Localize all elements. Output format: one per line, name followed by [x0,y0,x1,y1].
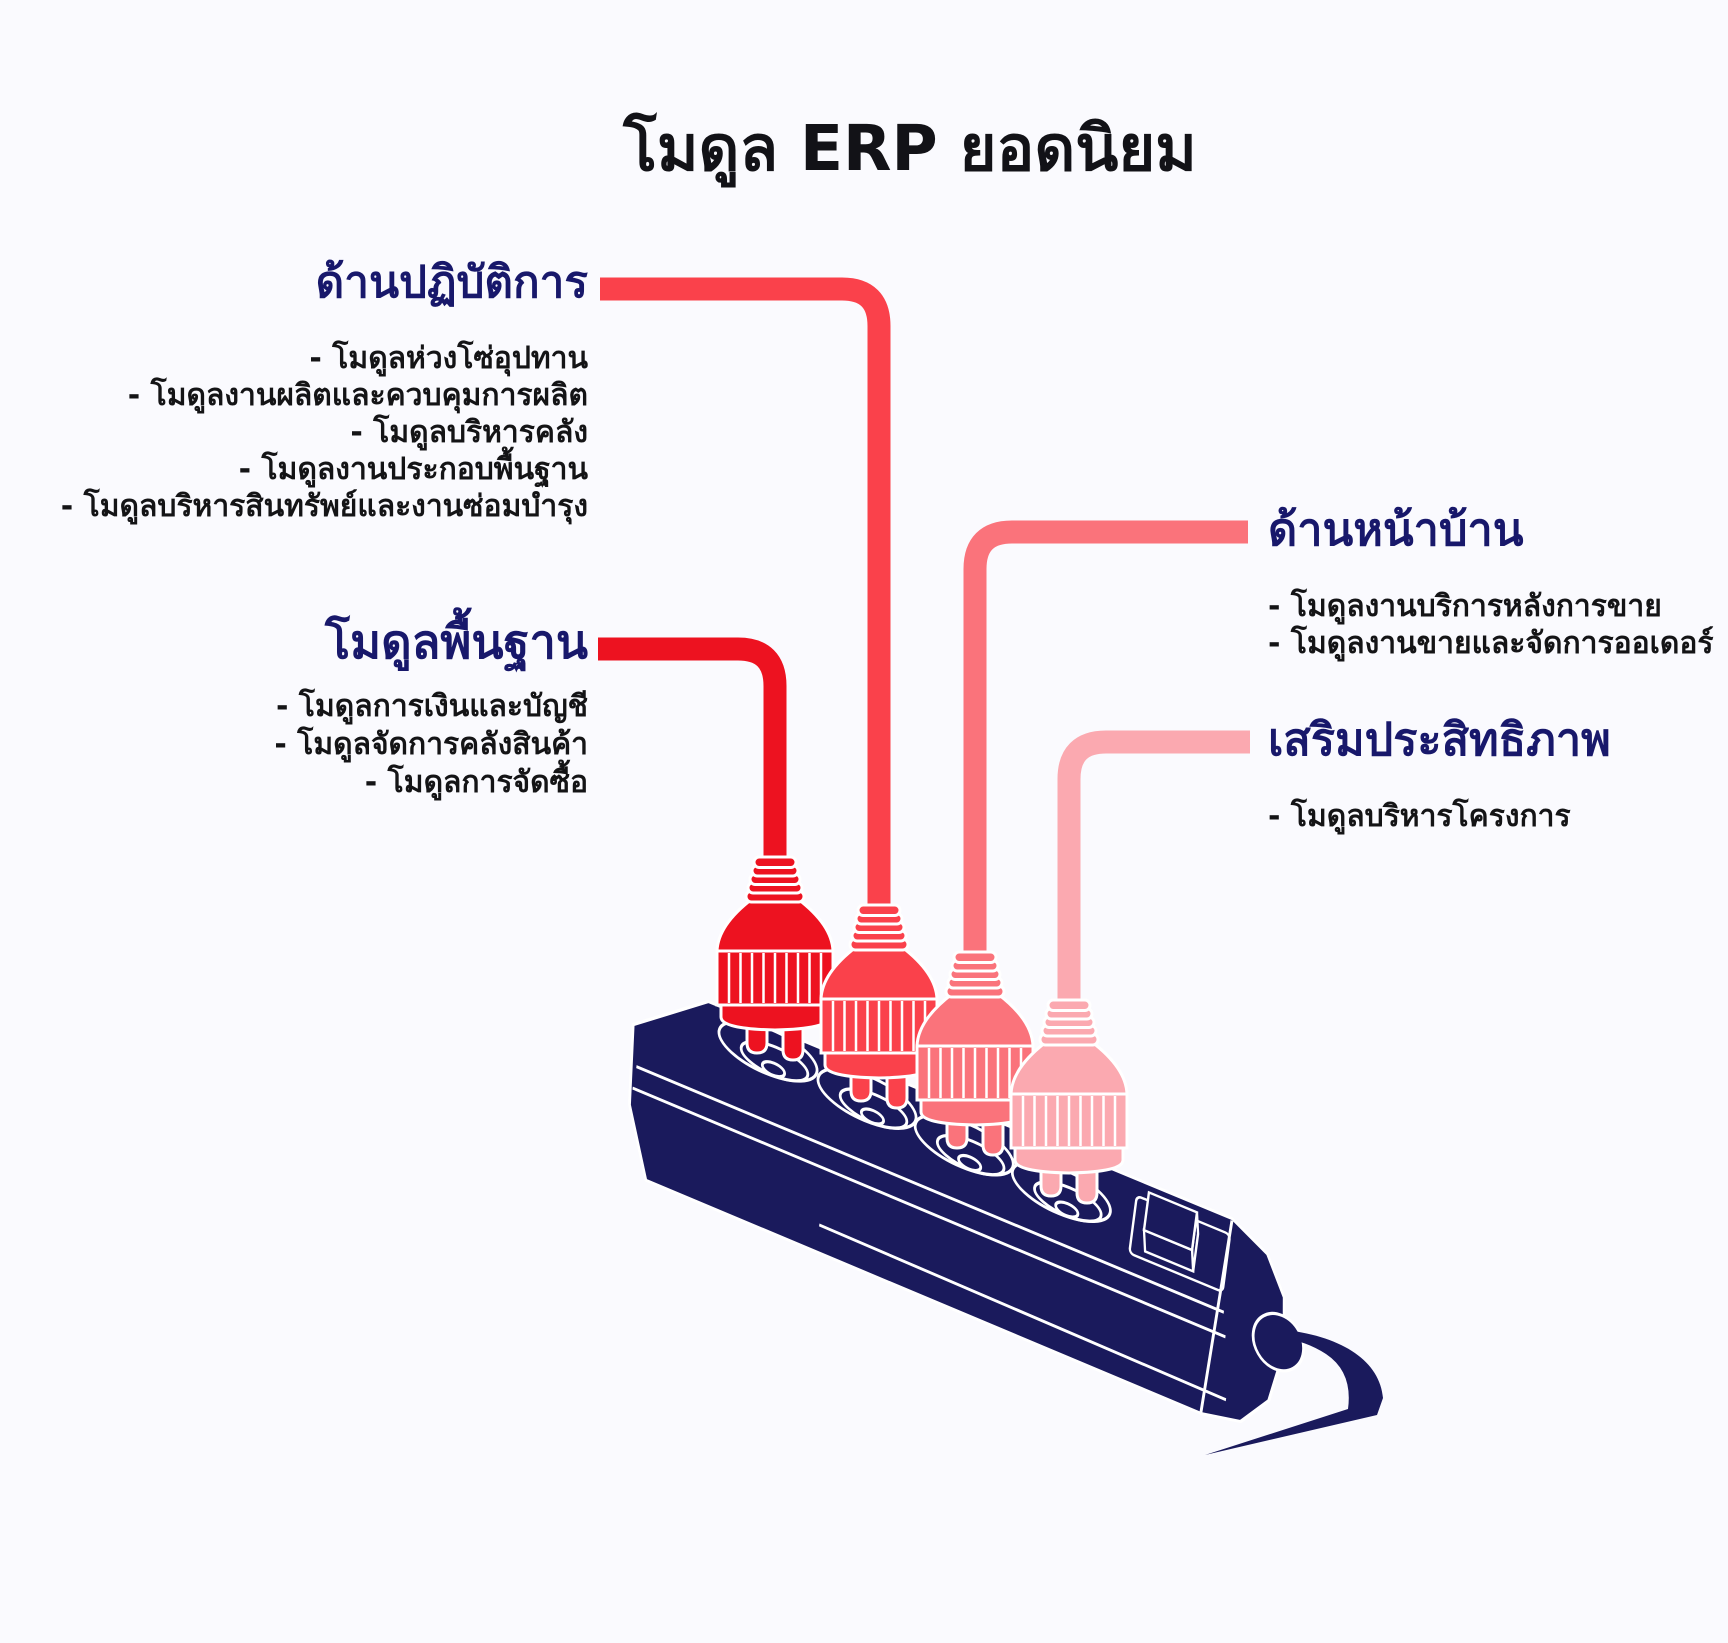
cable-efficiency [1057,730,1250,1002]
module-item: - โมดูลบริหารโครงการ [1268,799,1571,834]
switch-top-face [1142,1190,1199,1252]
module-item: - โมดูลการจัดซื้อ [364,765,588,800]
module-item: - โมดูลบริหารสินทรัพย์และงานซ่อมบำรุง [60,489,588,524]
cable-front-office [963,520,1248,955]
module-item: - โมดูลงานขายและจัดการออเดอร์ [1268,626,1714,661]
section-list-efficiency: - โมดูลบริหารโครงการ [1268,798,1728,835]
section-list-front-office: - โมดูลงานบริการหลังการขาย- โมดูลงานขายแ… [1268,588,1728,662]
module-item: - โมดูลห่วงโซ่อุปทาน [309,341,588,376]
power-switch [1128,1190,1231,1292]
module-item: - โมดูลงานบริการหลังการขาย [1268,589,1662,624]
module-item: - โมดูลบริหารคลัง [350,415,588,450]
section-list-core: - โมดูลการเงินและบัญชี- โมดูลจัดการคลังส… [40,688,588,802]
section-list-operations: - โมดูลห่วงโซ่อุปทาน- โมดูลงานผลิตและควบ… [40,340,588,525]
section-heading-core: โมดูลพื้นฐาน [324,615,588,670]
cord-grommet [1251,1311,1305,1373]
module-item: - โมดูลงานประกอบพื้นฐาน [238,452,588,487]
page-title: โมดูล ERP ยอดนิยม [623,112,1197,185]
cable-core [598,637,787,860]
power-strip-body [628,999,1286,1424]
module-item: - โมดูลจัดการคลังสินค้า [274,727,588,762]
section-heading-operations: ด้านปฏิบัติการ [315,257,588,308]
section-heading-front-office: ด้านหน้าบ้าน [1268,503,1524,556]
module-item: - โมดูลงานผลิตและควบคุมการผลิต [127,378,588,413]
module-item: - โมดูลการเงินและบัญชี [276,689,588,724]
section-heading-efficiency: เสริมประสิทธิภาพ [1268,713,1611,766]
cable-operations [600,277,891,908]
power-strip-edge-lines [632,1065,1234,1413]
power-cord [1205,1330,1383,1455]
power-strip [628,999,1305,1424]
